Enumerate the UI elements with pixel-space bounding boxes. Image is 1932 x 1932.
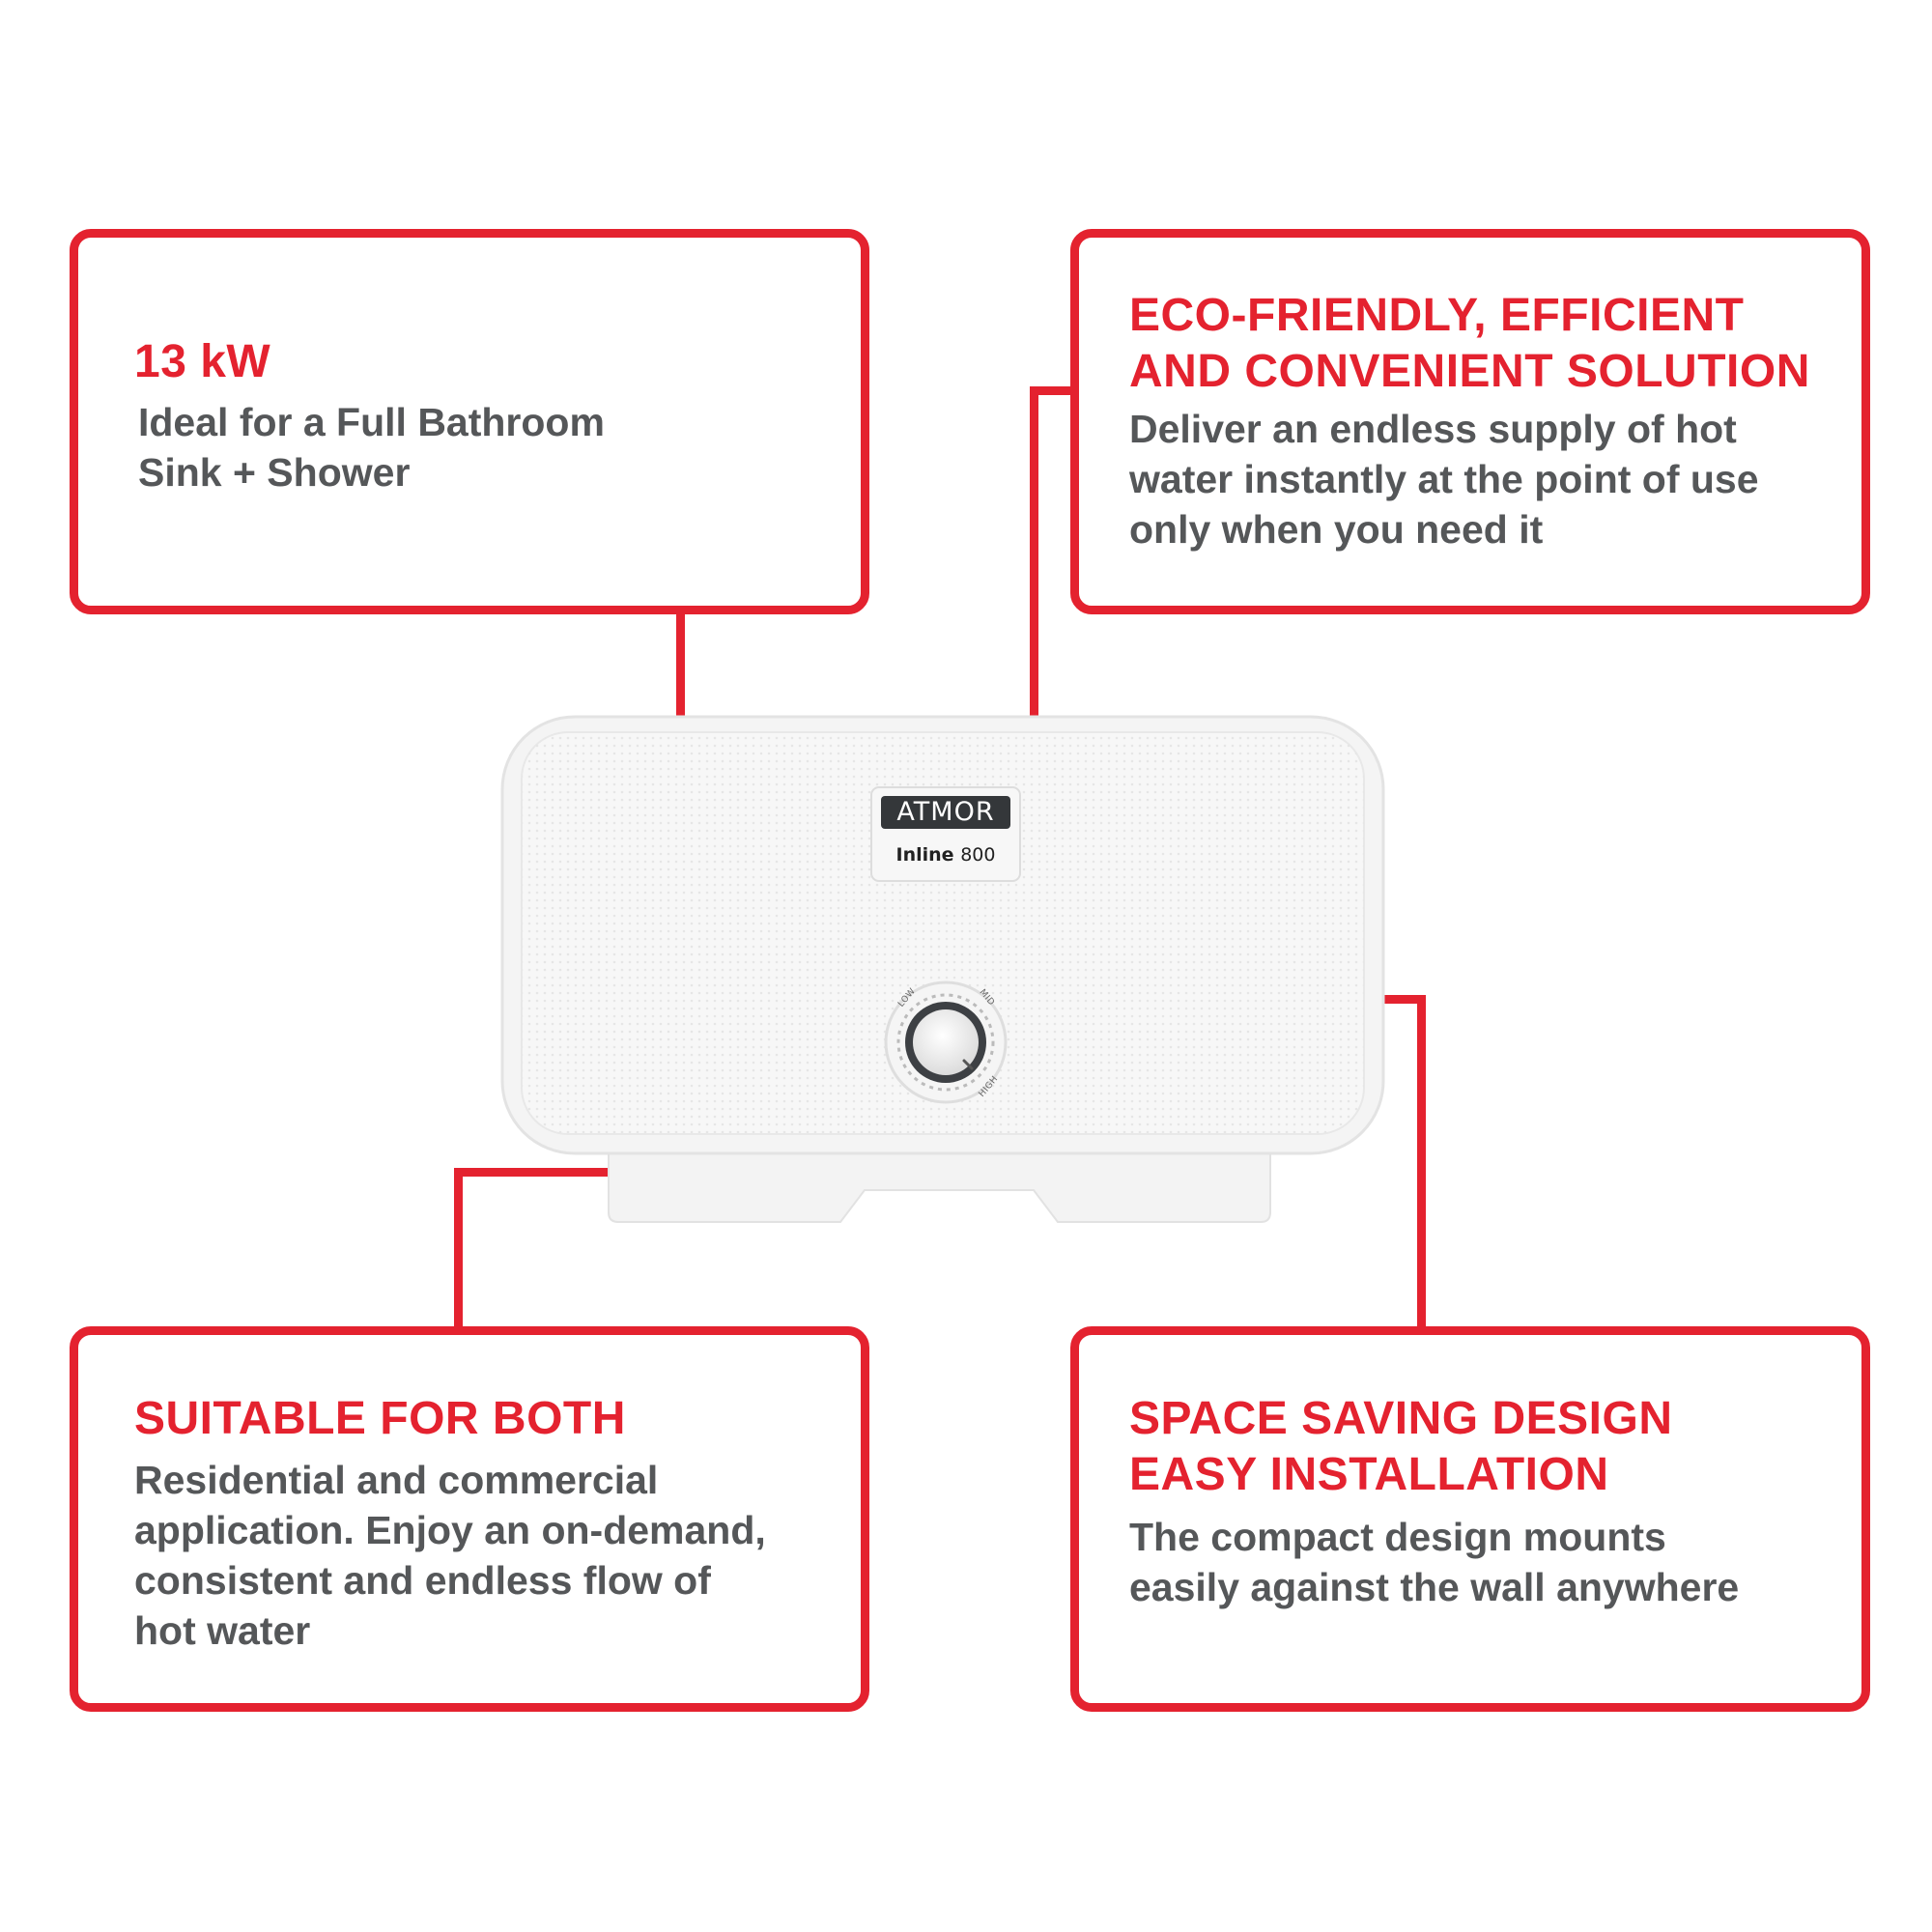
design-title-line: EASY INSTALLATION — [1129, 1449, 1609, 1500]
model-number: 800 — [960, 844, 996, 866]
usage-description-line: hot water — [134, 1608, 311, 1653]
design-title-line: SPACE SAVING DESIGN — [1129, 1393, 1673, 1444]
eco-description: Deliver an endless supply of hot water i… — [1129, 404, 1759, 554]
connector-top-right-vertical — [1030, 386, 1038, 717]
usage-description-line: Residential and commercial — [134, 1458, 659, 1502]
usage-description-line: application. Enjoy an on-demand, — [134, 1508, 766, 1552]
model-label: Inline 800 — [881, 838, 1010, 871]
feature-card-design: SPACE SAVING DESIGN EASY INSTALLATION Th… — [1070, 1326, 1870, 1712]
design-description-line: easily against the wall anywhere — [1129, 1565, 1740, 1609]
connector-top-left — [676, 614, 685, 717]
connector-left-vertical — [454, 1168, 463, 1328]
power-title: 13 kW — [134, 336, 271, 387]
model-name: Inline — [895, 844, 954, 866]
usage-description: Residential and commercial application. … — [134, 1455, 766, 1656]
design-description: The compact design mounts easily against… — [1129, 1512, 1739, 1612]
eco-description-line: Deliver an endless supply of hot — [1129, 407, 1737, 451]
usage-description-line: consistent and endless flow of — [134, 1558, 711, 1603]
design-title: SPACE SAVING DESIGN EASY INSTALLATION — [1129, 1391, 1672, 1503]
connector-top-right-horizontal — [1030, 386, 1072, 395]
eco-title-line: AND CONVENIENT SOLUTION — [1129, 346, 1810, 397]
feature-card-power: 13 kW Ideal for a Full Bathroom Sink + S… — [70, 229, 869, 614]
eco-description-line: water instantly at the point of use — [1129, 457, 1759, 501]
power-description: Ideal for a Full Bathroom Sink + Shower — [138, 397, 605, 497]
eco-title-line: ECO-FRIENDLY, EFFICIENT — [1129, 290, 1745, 341]
eco-title: ECO-FRIENDLY, EFFICIENT AND CONVENIENT S… — [1129, 288, 1810, 400]
feature-card-eco: ECO-FRIENDLY, EFFICIENT AND CONVENIENT S… — [1070, 229, 1870, 614]
power-description-line: Sink + Shower — [138, 450, 411, 495]
eco-description-line: only when you need it — [1129, 507, 1544, 552]
design-description-line: The compact design mounts — [1129, 1515, 1666, 1559]
usage-title: SUITABLE FOR BOTH — [134, 1393, 626, 1444]
connector-left-horizontal — [454, 1168, 715, 1177]
power-description-line: Ideal for a Full Bathroom — [138, 400, 605, 444]
brand-logo: ATMOR — [881, 796, 1010, 829]
feature-card-usage: SUITABLE FOR BOTH Residential and commer… — [70, 1326, 869, 1712]
connector-right-vertical — [1417, 995, 1426, 1328]
